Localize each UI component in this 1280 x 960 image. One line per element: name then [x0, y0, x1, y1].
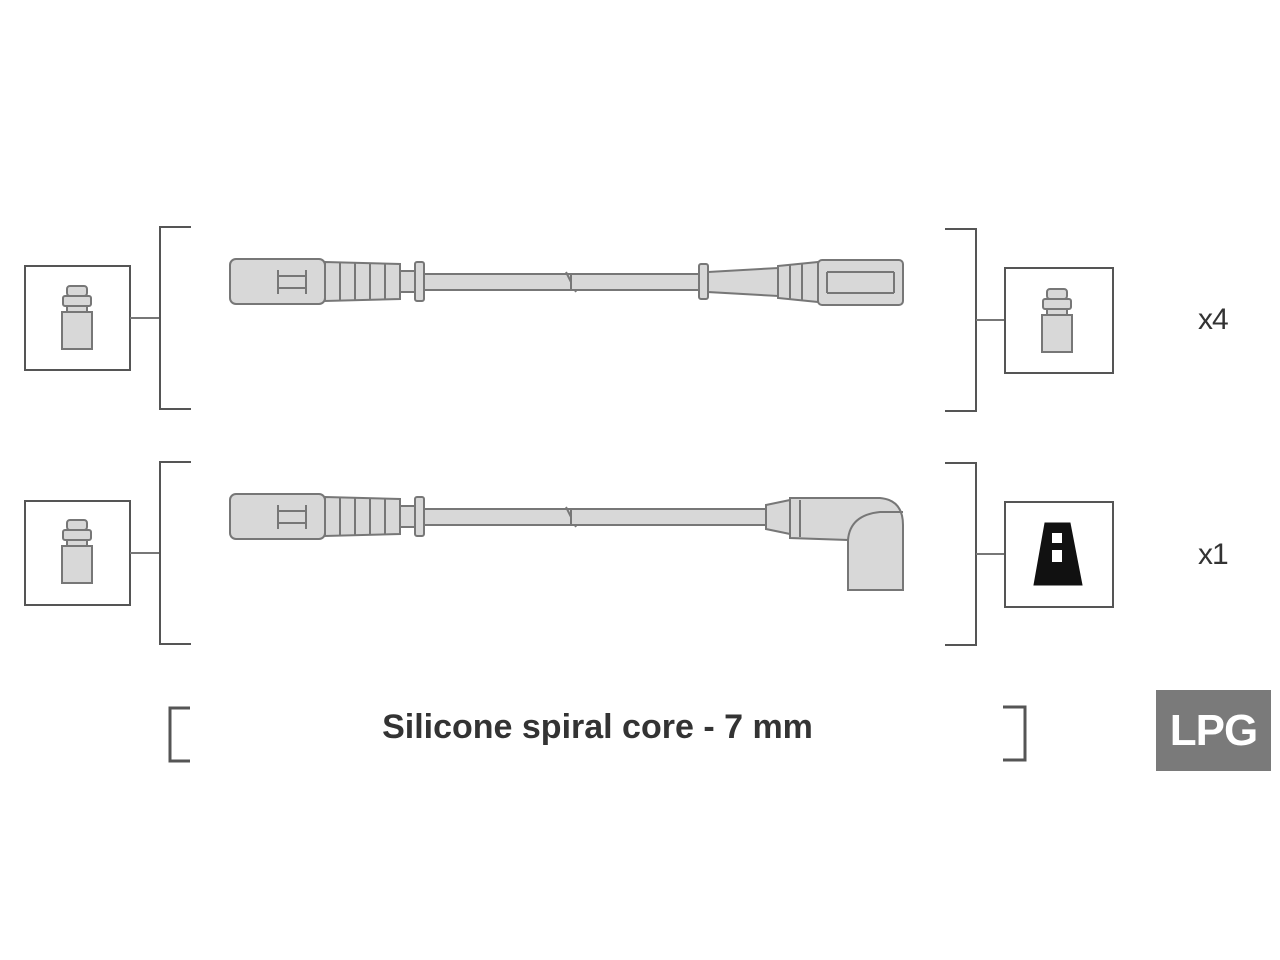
- spark-plug-terminal-icon: [1041, 288, 1073, 353]
- cable-row-top: [24, 226, 1114, 412]
- cable-bottom: [229, 493, 904, 591]
- quantity-label-top: x4: [1198, 303, 1229, 336]
- core-spec-caption: Silicone spiral core - 7 mm: [382, 708, 813, 746]
- cable-row-bottom: [24, 461, 1114, 646]
- caption-bracket-right: [1003, 705, 1027, 762]
- spark-plug-terminal-icon: [61, 519, 93, 584]
- terminal-box-right-bottom: [1004, 501, 1114, 608]
- bracket-left-top: [159, 226, 191, 410]
- terminal-box-right-top: [1004, 267, 1114, 374]
- terminal-box-left-bottom: [24, 500, 131, 606]
- ignition-coil-terminal-icon: [1033, 522, 1083, 586]
- bracket-right-top: [945, 228, 977, 412]
- bracket-right-bottom: [945, 462, 977, 646]
- terminal-box-left-top: [24, 265, 131, 371]
- spark-plug-terminal-icon: [61, 285, 93, 350]
- caption-bracket-left: [168, 706, 190, 763]
- cable-top: [229, 258, 904, 306]
- lpg-badge: LPG: [1156, 690, 1271, 771]
- bracket-left-bottom: [159, 461, 191, 645]
- quantity-label-bottom: x1: [1198, 538, 1229, 571]
